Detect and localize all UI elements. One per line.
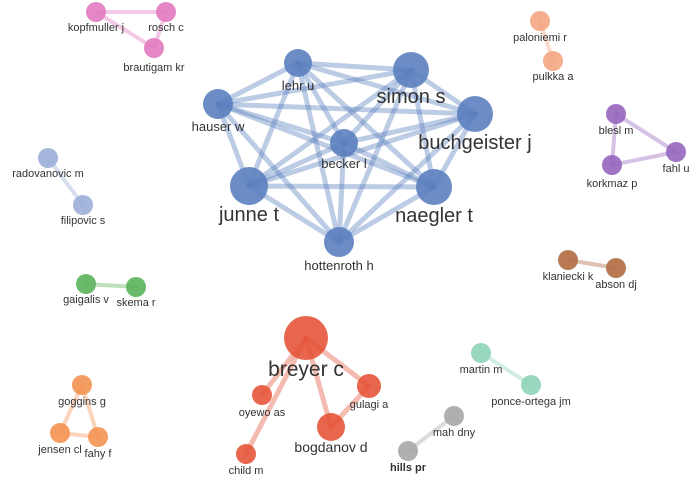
node-jensen[interactable] xyxy=(50,423,70,443)
node-label-radovanovic: radovanovic m xyxy=(12,168,84,180)
edge-lehr-becker xyxy=(295,60,347,146)
node-label-hauser: hauser w xyxy=(192,119,245,134)
node-label-paloniemi: paloniemi r xyxy=(513,32,567,44)
node-paloniemi[interactable] xyxy=(530,11,550,31)
node-child[interactable] xyxy=(236,444,256,464)
edge-buchgeister-hottenroth xyxy=(336,111,478,245)
node-label-klaniecki: klaniecki k xyxy=(543,271,594,283)
node-label-oyewo: oyewo as xyxy=(239,407,286,419)
node-label-child: child m xyxy=(229,465,264,477)
node-label-rosch: rosch c xyxy=(148,22,184,34)
node-oyewo[interactable] xyxy=(252,385,272,405)
node-pulkka[interactable] xyxy=(543,51,563,71)
node-radovanovic[interactable] xyxy=(38,148,58,168)
edge-blesl-fahl xyxy=(614,112,678,154)
node-bogdanov[interactable] xyxy=(317,413,345,441)
node-label-martin: martin m xyxy=(460,364,503,376)
node-hauser[interactable] xyxy=(203,89,233,119)
node-junne[interactable] xyxy=(230,167,268,205)
edge-lehr-naegler xyxy=(295,60,437,190)
node-label-korkmaz: korkmaz p xyxy=(587,178,638,190)
edge-hauser-buchgeister xyxy=(215,101,478,117)
edge-korkmaz-fahl xyxy=(610,150,678,167)
node-label-buchgeister: buchgeister j xyxy=(418,132,531,154)
node-label-skema: skema r xyxy=(116,297,155,309)
edge-simon-hauser xyxy=(215,67,414,107)
node-goggins[interactable] xyxy=(72,375,92,395)
node-label-fahl: fahl u xyxy=(663,163,690,175)
edge-kopfmuller-brautigam xyxy=(94,10,156,50)
node-label-fahy: fahy f xyxy=(85,448,113,460)
node-martin[interactable] xyxy=(471,343,491,363)
node-label-blesl: blesl m xyxy=(599,125,634,137)
node-label-brautigam: brautigam kr xyxy=(123,62,184,74)
edge-hauser-becker xyxy=(215,101,347,146)
node-label-abson: abson dj xyxy=(595,279,637,291)
node-label-hottenroth: hottenroth h xyxy=(304,258,373,273)
node-label-mahdny: mah dny xyxy=(433,427,476,439)
edge-lehr-buchgeister xyxy=(295,60,478,117)
node-fahl[interactable] xyxy=(666,142,686,162)
edge-buchgeister-junne xyxy=(246,111,478,189)
edge-lehr-junne xyxy=(246,60,301,189)
edge-naegler-hottenroth xyxy=(336,184,437,245)
node-abson[interactable] xyxy=(606,258,626,278)
nodes-layer xyxy=(38,2,686,464)
node-label-naegler: naegler t xyxy=(395,205,473,227)
node-label-pulkka: pulkka a xyxy=(533,71,575,83)
node-becker[interactable] xyxy=(330,129,358,157)
edge-hauser-naegler xyxy=(215,101,437,190)
node-label-becker: becker l xyxy=(321,156,367,171)
edge-lehr-hottenroth xyxy=(295,60,342,245)
node-label-jensen: jensen cl xyxy=(37,444,81,456)
node-label-filipovic: filipovic s xyxy=(61,215,106,227)
node-label-breyer: breyer c xyxy=(268,358,344,381)
node-label-bogdanov: bogdanov d xyxy=(294,439,367,455)
edge-simon-naegler xyxy=(408,67,437,190)
node-label-gaigalis: gaigalis v xyxy=(63,294,109,306)
node-fahy[interactable] xyxy=(88,427,108,447)
node-hottenroth[interactable] xyxy=(324,227,354,257)
node-label-junne: junne t xyxy=(218,204,279,226)
edge-hauser-hottenroth xyxy=(215,101,342,245)
node-lehr[interactable] xyxy=(284,49,312,77)
node-skema[interactable] xyxy=(126,277,146,297)
edge-junne-naegler xyxy=(246,183,437,190)
edge-lehr-simon xyxy=(295,60,414,73)
node-gulagi[interactable] xyxy=(357,374,381,398)
node-blesl[interactable] xyxy=(606,104,626,124)
node-label-kopfmuller: kopfmuller j xyxy=(68,22,124,34)
node-ponce[interactable] xyxy=(521,375,541,395)
node-label-lehr: lehr u xyxy=(282,78,315,93)
edge-simon-junne xyxy=(246,67,414,189)
node-buchgeister[interactable] xyxy=(457,96,493,132)
node-gaigalis[interactable] xyxy=(76,274,96,294)
node-label-simon: simon s xyxy=(377,86,446,108)
edge-buchgeister-becker xyxy=(341,111,478,146)
node-kopfmuller[interactable] xyxy=(86,2,106,22)
edge-becker-hottenroth xyxy=(336,140,347,245)
node-mahdny[interactable] xyxy=(444,406,464,426)
node-label-hills: hills pr xyxy=(390,462,427,474)
node-filipovic[interactable] xyxy=(73,195,93,215)
node-hills[interactable] xyxy=(398,441,418,461)
node-label-gulagi: gulagi a xyxy=(350,399,389,411)
node-naegler[interactable] xyxy=(416,169,452,205)
node-klaniecki[interactable] xyxy=(558,250,578,270)
node-brautigam[interactable] xyxy=(144,38,164,58)
labels-layer: lehr u simon s hauser w buchgeister j becker… xyxy=(12,22,689,477)
node-breyer[interactable] xyxy=(284,316,328,360)
node-korkmaz[interactable] xyxy=(602,155,622,175)
node-simon[interactable] xyxy=(393,52,429,88)
node-label-goggins: goggins g xyxy=(58,396,106,408)
edge-simon-hottenroth xyxy=(336,67,414,245)
node-label-ponce: ponce-ortega jm xyxy=(491,396,571,408)
node-rosch[interactable] xyxy=(156,2,176,22)
